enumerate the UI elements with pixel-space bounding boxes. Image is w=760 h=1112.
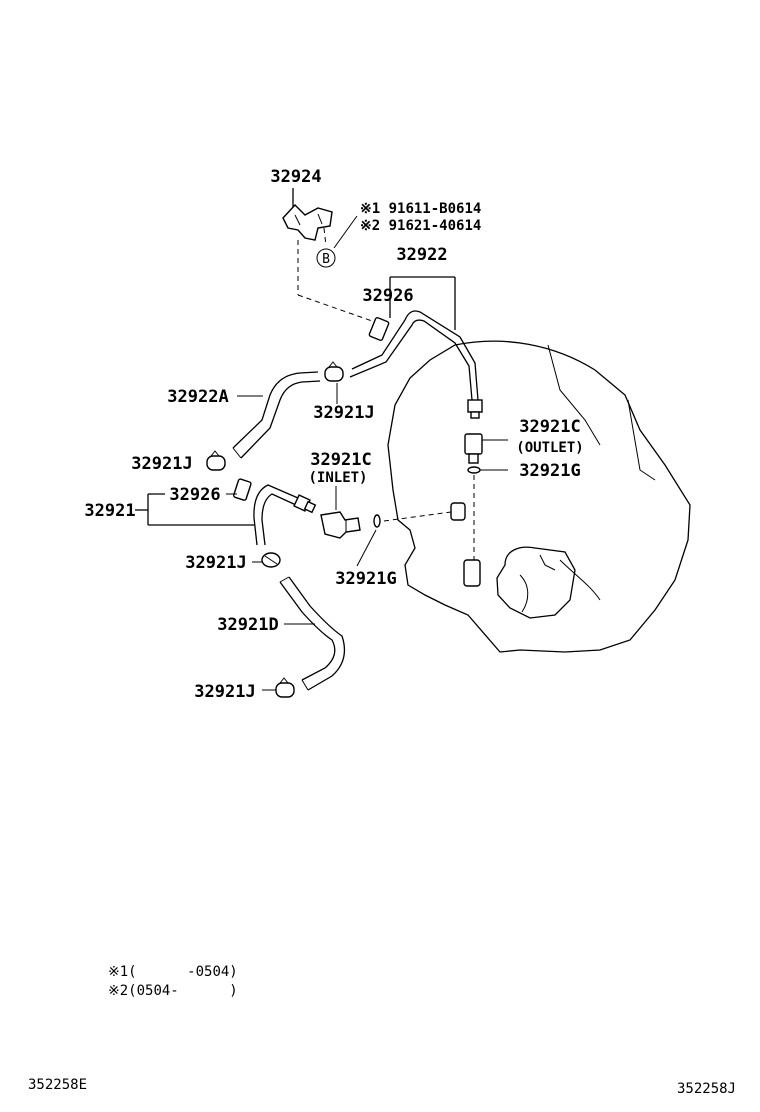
starter-motor <box>496 546 576 619</box>
label-32921G-inlet: 32921G <box>335 569 396 589</box>
label-32921J-top: 32921J <box>313 403 374 423</box>
label-32922A: 32922A <box>167 387 228 407</box>
label-32921: 32921 <box>84 501 135 521</box>
leader-32921 <box>135 493 255 526</box>
bolt-dashline <box>323 227 327 247</box>
footnote-2: ※2(0504- ) <box>108 983 238 999</box>
bolt-circle-b: B <box>316 248 336 268</box>
label-32922: 32922 <box>396 245 447 265</box>
label-32921G-outlet: 32921G <box>519 461 580 481</box>
label-32921J-left: 32921J <box>131 454 192 474</box>
gasket-32921G-outlet <box>467 466 481 474</box>
clamp-32921J-top <box>324 361 344 382</box>
label-outlet: (OUTLET) <box>516 440 583 456</box>
leader-notes <box>333 215 358 249</box>
label-note-1: ※1 91611-B0614 <box>360 201 481 217</box>
pipe-fitting-outlet <box>467 399 483 419</box>
label-32921C-inlet: 32921C <box>310 450 371 470</box>
circle-b-label: B <box>322 252 330 267</box>
label-inlet: (INLET) <box>308 470 367 486</box>
union-32921C-outlet <box>464 433 483 464</box>
label-32921J-bottom: 32921J <box>194 682 255 702</box>
clamp-32921J-bottom <box>275 677 295 698</box>
pipe-32922 <box>349 310 479 401</box>
label-32921D: 32921D <box>217 615 278 635</box>
label-32926-mid: 32926 <box>169 485 220 505</box>
pipe-32921 <box>253 484 317 546</box>
code-left: 352258E <box>28 1077 87 1093</box>
label-32921C-outlet: 32921C <box>519 417 580 437</box>
code-right: 352258J <box>677 1081 736 1097</box>
label-note-2: ※2 91621-40614 <box>360 218 481 234</box>
transmission-housing-outline <box>387 340 691 653</box>
inlet-dashline <box>383 511 452 522</box>
union-32921C-inlet <box>320 511 361 539</box>
outlet-boss <box>463 559 481 587</box>
clamp-32921J-left <box>206 450 226 471</box>
gasket-32921G-inlet <box>373 514 381 528</box>
label-32921J-mid: 32921J <box>185 553 246 573</box>
sleeve-32926-mid <box>233 478 252 501</box>
label-32926-top: 32926 <box>362 286 413 306</box>
clamp-32921J-mid <box>261 552 281 568</box>
label-32924: 32924 <box>270 167 321 187</box>
hose-32921D <box>279 576 346 691</box>
inlet-boss <box>450 502 466 521</box>
hose-32922A <box>232 371 321 459</box>
sleeve-32926-top <box>368 317 390 341</box>
footnote-1: ※1( -0504) <box>108 964 238 980</box>
bracket-32924 <box>282 203 333 241</box>
leader-32922 <box>389 276 456 330</box>
sleeve-dashline <box>297 294 376 323</box>
leader-32921G-inlet <box>356 529 377 567</box>
